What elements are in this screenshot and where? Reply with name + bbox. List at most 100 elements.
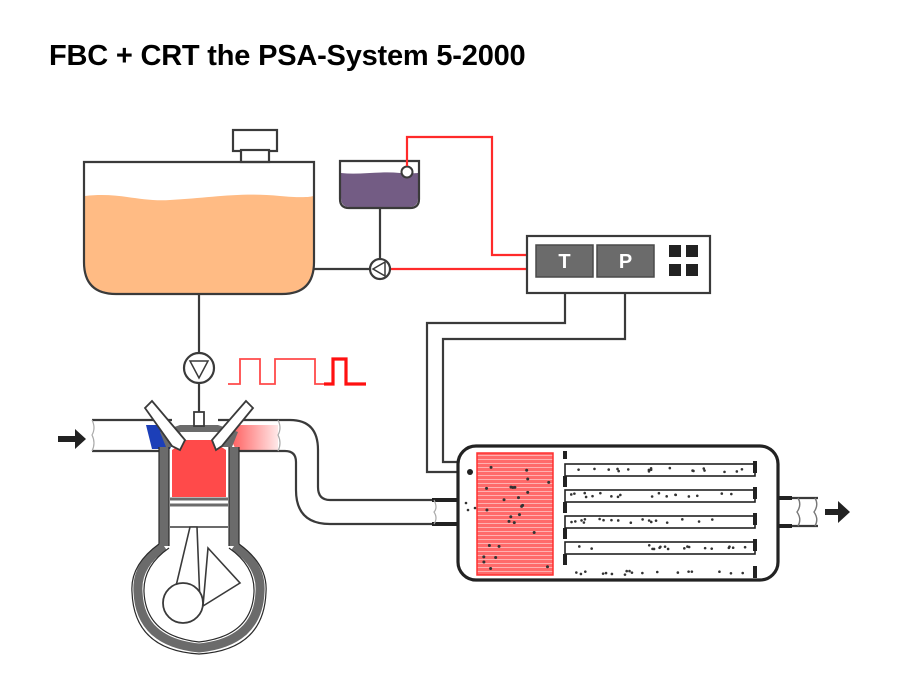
- pressure-sensor-wire: [441, 293, 627, 464]
- soot-particle: [610, 572, 614, 576]
- soot-particle: [574, 520, 577, 523]
- soot-particle: [663, 545, 667, 548]
- crank-counterweight: [202, 546, 242, 608]
- soot-particle: [647, 519, 651, 522]
- soot-particle: [710, 518, 714, 521]
- soot-particle: [674, 493, 678, 497]
- soot-particle: [743, 545, 747, 549]
- soot-particle: [464, 501, 468, 505]
- exhaust-valve-icon: [210, 399, 255, 452]
- soot-particle: [582, 521, 586, 524]
- soot-particle: [668, 466, 672, 470]
- soot-particle: [487, 543, 491, 547]
- soot-particle: [729, 571, 733, 575]
- outlet-pipe: [778, 496, 818, 528]
- soot-particle: [521, 503, 525, 507]
- soot-particle: [676, 571, 680, 574]
- combustion-chamber: [172, 440, 226, 500]
- temperature-label: T: [558, 251, 570, 273]
- filter-channels: [563, 451, 757, 578]
- soot-particle: [681, 518, 684, 521]
- soot-particle: [629, 521, 633, 525]
- soot-particle: [525, 468, 529, 472]
- soot-particle: [659, 545, 662, 549]
- soot-particle: [584, 570, 587, 573]
- soot-particle: [526, 490, 530, 494]
- particulate-filter: [456, 444, 780, 582]
- soot-particle: [489, 465, 493, 469]
- channel-plug: [753, 566, 757, 578]
- piston: [170, 497, 228, 528]
- pressure-sensor-display: [596, 244, 655, 278]
- soot-particle: [569, 493, 573, 496]
- fuel-tank: [82, 128, 316, 296]
- soot-particle: [584, 495, 588, 499]
- soot-particle: [723, 470, 726, 474]
- additive-pump-icon: [368, 257, 392, 281]
- injection-pump-icon: [182, 351, 216, 385]
- soot-particle: [573, 492, 576, 495]
- channel-plug: [563, 554, 567, 565]
- level-signal-wire: [405, 135, 527, 257]
- soot-particle: [649, 468, 653, 472]
- soot-particle: [575, 571, 578, 574]
- soot-particle: [740, 467, 744, 471]
- soot-particle: [690, 570, 694, 573]
- soot-particle: [497, 544, 501, 548]
- page-title: FBC + CRT the PSA-System 5-2000: [49, 40, 526, 72]
- channel-wall: [564, 463, 756, 477]
- outlet-arrow-icon: [825, 501, 850, 523]
- channel-wall: [564, 515, 756, 529]
- soot-particle: [610, 495, 613, 498]
- exhaust-pipe: [218, 418, 458, 526]
- soot-particle: [735, 470, 739, 473]
- soot-particle: [692, 469, 695, 473]
- soot-particle: [616, 495, 620, 499]
- soot-particle: [485, 508, 489, 512]
- soot-particle: [655, 570, 659, 574]
- soot-particle: [731, 546, 735, 550]
- soot-particle: [604, 571, 608, 575]
- pressure-label: P: [619, 251, 632, 273]
- soot-particle: [601, 572, 605, 575]
- soot-particle: [473, 506, 477, 510]
- soot-particle: [730, 492, 733, 496]
- inlet-arrow-icon: [58, 429, 86, 449]
- soot-particle: [683, 547, 686, 550]
- soot-particle: [727, 546, 731, 550]
- soot-particle: [710, 547, 714, 550]
- oxidation-catalyst: [476, 452, 554, 576]
- soot-particle: [665, 521, 669, 524]
- keypad-icon: [669, 245, 698, 276]
- channel-plug: [753, 539, 757, 551]
- soot-particle: [687, 495, 691, 498]
- soot-particle: [617, 469, 620, 473]
- soot-particle: [590, 547, 593, 550]
- temperature-sensor-display: [535, 244, 594, 278]
- soot-particle: [485, 486, 489, 490]
- soot-particle: [641, 518, 644, 521]
- soot-particle: [625, 569, 628, 573]
- soot-particle: [695, 494, 699, 498]
- intake-valve-icon: [143, 399, 187, 452]
- soot-particle: [502, 498, 506, 502]
- soot-particle: [687, 570, 690, 573]
- channel-plug: [753, 461, 757, 473]
- soot-particle: [654, 519, 658, 522]
- soot-particle: [703, 546, 707, 550]
- soot-particle: [599, 491, 602, 495]
- soot-particle: [741, 571, 745, 575]
- soot-particle: [628, 569, 631, 573]
- soot-particle: [482, 555, 486, 559]
- injection-pulse-signal: [228, 358, 324, 385]
- soot-particle: [583, 491, 587, 495]
- soot-particle: [626, 468, 630, 471]
- soot-particle: [489, 566, 493, 570]
- soot-particle: [630, 571, 634, 574]
- soot-particle: [516, 496, 520, 500]
- soot-particle: [623, 573, 627, 576]
- soot-particle: [517, 513, 521, 517]
- control-unit: T P: [525, 234, 712, 295]
- soot-particle: [665, 495, 668, 498]
